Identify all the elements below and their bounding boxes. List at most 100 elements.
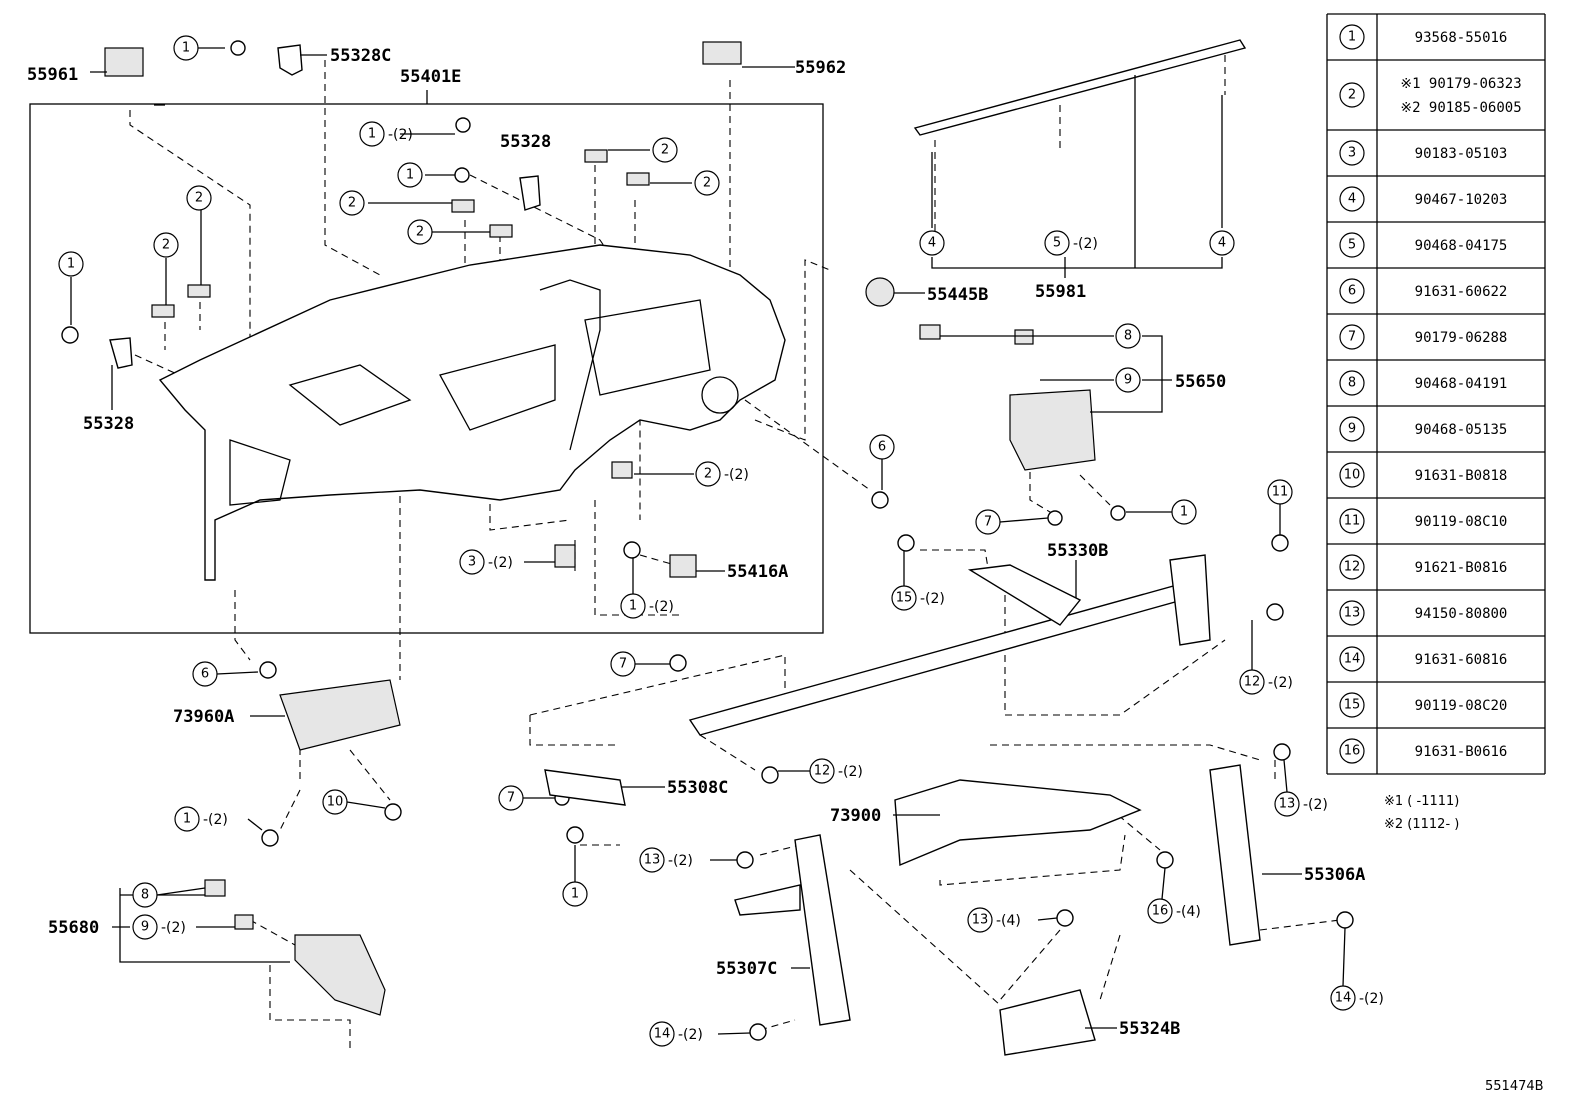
callout-qty: -(2) xyxy=(488,555,513,571)
callout-qty: -(2) xyxy=(161,920,186,936)
callout-number: 7 xyxy=(619,657,627,672)
parts-table-partno: 94150-80800 xyxy=(1415,606,1508,622)
parts-table-number: 5 xyxy=(1348,238,1356,253)
callout-qty: -(2) xyxy=(1268,675,1293,691)
parts-table-callout xyxy=(1339,600,1365,626)
callout-qty: -(2) xyxy=(920,591,945,607)
callout-qty: -(2) xyxy=(1303,797,1328,813)
callout-number: 4 xyxy=(928,236,936,251)
callout-qty: -(4) xyxy=(996,913,1021,929)
parts-table-partno: 90183-05103 xyxy=(1415,146,1508,162)
dashboard-panel xyxy=(158,244,786,581)
callout-qty: -(2) xyxy=(649,599,674,615)
parts-table-partno: 91631-60622 xyxy=(1415,284,1508,300)
label-55306a: 55306A xyxy=(1304,865,1365,885)
parts-table-number: 16 xyxy=(1344,744,1361,759)
label-55328c: 55328C xyxy=(330,46,391,66)
callout-qty: -(2) xyxy=(678,1027,703,1043)
callout-number: 14 xyxy=(1335,991,1352,1006)
callout-number: 14 xyxy=(654,1027,671,1042)
label-55416a: 55416A xyxy=(727,562,788,582)
parts-table-partno: ※2 90185-06005 xyxy=(1400,100,1521,116)
parts-table-partno: 91621-B0816 xyxy=(1415,560,1508,576)
callout-number: 2 xyxy=(661,143,669,158)
parts-table-partno: 90467-10203 xyxy=(1415,192,1508,208)
parts-table-callout xyxy=(1339,186,1365,212)
parts-table-partno: 90468-05135 xyxy=(1415,422,1508,438)
callout-number: 7 xyxy=(984,515,992,530)
parts-table-row: 10 91631-B0818 xyxy=(1327,451,1545,488)
parts-table-callout xyxy=(1339,140,1365,166)
parts-table-row: 3 90183-05103 xyxy=(1327,129,1545,166)
note-1: ※1 ( -1111) xyxy=(1384,794,1459,809)
parts-table-partno: 90179-06288 xyxy=(1415,330,1508,346)
label-55328-top: 55328 xyxy=(500,132,551,152)
parts-table-partno: ※1 90179-06323 xyxy=(1400,76,1521,92)
parts-table-row: 4 90467-10203 xyxy=(1327,175,1545,212)
callout-qty: -(2) xyxy=(668,853,693,869)
parts-table-number: 11 xyxy=(1344,514,1361,529)
callout-number: 2 xyxy=(704,467,712,482)
callout-number: 1 xyxy=(67,257,75,272)
label-55307c: 55307C xyxy=(716,959,777,979)
part-labels: 55961 55328C 55401E 55962 55328 55328 55… xyxy=(27,46,1365,1039)
parts-table-row: 15 90119-08C20 xyxy=(1327,681,1545,718)
label-55330b: 55330B xyxy=(1047,541,1108,561)
parts-table-partno: 90468-04175 xyxy=(1415,238,1508,254)
label-55401e: 55401E xyxy=(400,67,461,87)
parts-table-callout xyxy=(1339,370,1365,396)
callout-number: 1 xyxy=(406,168,414,183)
callout-number: 15 xyxy=(896,591,913,606)
callout-qty: -(2) xyxy=(388,127,413,143)
label-55650: 55650 xyxy=(1175,372,1226,392)
parts-table-partno: 90119-08C20 xyxy=(1415,698,1508,714)
parts-table-partno: 91631-B0818 xyxy=(1415,468,1508,484)
callout-number: 13 xyxy=(1279,797,1296,812)
label-73900: 73900 xyxy=(830,806,881,826)
callout-number: 8 xyxy=(141,888,149,903)
callout-number: 1 xyxy=(182,41,190,56)
parts-table-callout xyxy=(1339,646,1365,672)
parts-table-row: 9 90468-05135 xyxy=(1327,405,1545,442)
callout-number: 4 xyxy=(1218,236,1226,251)
parts-table-number: 13 xyxy=(1344,606,1361,621)
callout-qty: -(2) xyxy=(203,812,228,828)
parts-table-row: 13 94150-80800 xyxy=(1327,589,1545,626)
parts-table-callout xyxy=(1339,738,1365,764)
callout-number: 13 xyxy=(972,913,989,928)
label-55324b: 55324B xyxy=(1119,1019,1180,1039)
callout-number: 10 xyxy=(327,795,344,810)
callout-number: 16 xyxy=(1152,904,1169,919)
callout-number: 11 xyxy=(1272,485,1289,500)
callouts: 1 1 -(2) 1 2 2 2 2 2 2 1 4 5 -(2) 4 8 9 … xyxy=(58,35,1384,1047)
callout-number: 12 xyxy=(814,764,831,779)
callout-number: 2 xyxy=(195,191,203,206)
parts-table-callout xyxy=(1339,232,1365,258)
parts-table-number: 15 xyxy=(1344,698,1361,713)
parts-table-row: 16 91631-B0616 xyxy=(1327,727,1545,764)
parts-table-partno: 91631-B0616 xyxy=(1415,744,1508,760)
parts-table-callout xyxy=(1339,462,1365,488)
parts-table-callout xyxy=(1339,278,1365,304)
parts-table-partno: 90468-04191 xyxy=(1415,376,1508,392)
callout-qty: -(4) xyxy=(1176,904,1201,920)
parts-table-callout xyxy=(1339,692,1365,718)
parts-table-number: 7 xyxy=(1348,330,1356,345)
callout-number: 2 xyxy=(416,225,424,240)
parts-table-row: 7 90179-06288 xyxy=(1327,313,1545,350)
parts-table-number: 9 xyxy=(1348,422,1356,437)
callout-number: 1 xyxy=(571,887,579,902)
parts-table-number: 1 xyxy=(1348,30,1356,45)
large-components xyxy=(279,39,1261,1056)
parts-table-number: 10 xyxy=(1344,468,1361,483)
callout-number: 3 xyxy=(468,555,476,570)
parts-table-number: 4 xyxy=(1348,192,1356,207)
parts-table-row: 5 90468-04175 xyxy=(1327,221,1545,258)
parts-table-number: 3 xyxy=(1348,146,1356,161)
callout-number: 1 xyxy=(1180,505,1188,520)
